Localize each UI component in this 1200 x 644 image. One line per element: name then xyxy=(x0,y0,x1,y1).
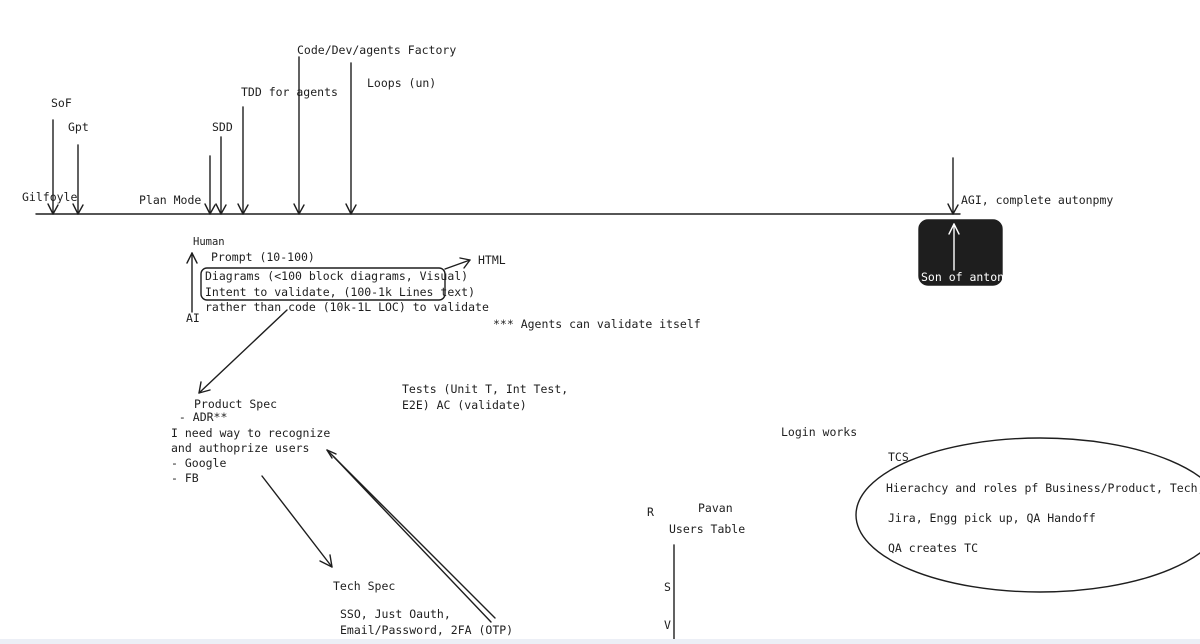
tcs-title: TCS xyxy=(888,450,909,464)
users-s-label: S xyxy=(664,580,671,594)
label-sdd: SDD xyxy=(212,120,233,134)
tests-line1: Tests (Unit T, Int Test, xyxy=(402,382,569,396)
tech-spec-title: Tech Spec xyxy=(333,579,396,593)
label-prompt: Prompt (10-100) xyxy=(211,250,315,264)
label-loops: Loops (un) xyxy=(367,76,437,90)
product-spec-opt1: - Google xyxy=(171,456,227,470)
tech-spec-line2: Email/Password, 2FA (OTP) xyxy=(340,623,514,637)
timeline-tick-tdd xyxy=(237,106,249,215)
son-of-anton-up-arrow xyxy=(948,223,960,271)
human-ai-arrow xyxy=(186,252,198,313)
label-sof: SoF xyxy=(51,96,72,110)
tech-back-arrow xyxy=(326,449,496,619)
label-plan-mode: Plan Mode xyxy=(139,193,202,207)
tcs-ellipse[interactable] xyxy=(855,437,1200,593)
users-v-label: V xyxy=(664,618,671,632)
tcs-line1-wrap: Hierachcy and roles pf Business/Product,… xyxy=(886,481,1200,496)
product-spec-adr: - ADR** xyxy=(172,410,228,424)
users-table-title: Users Table xyxy=(669,522,746,536)
timeline-tick-gpt xyxy=(72,144,84,215)
product-spec-opt2: - FB xyxy=(171,471,199,485)
product-spec-line2: and authoprize users xyxy=(171,441,310,455)
son-of-anton-label: Son of anton xyxy=(921,270,1005,284)
html-arrow xyxy=(444,257,471,270)
label-tdd: TDD for agents xyxy=(241,85,338,99)
timeline-tick-plan xyxy=(204,155,216,215)
label-gilfoyle: Gilfoyle xyxy=(22,190,78,204)
timeline-tick-sdd xyxy=(215,136,227,215)
tech-spec-arrow xyxy=(261,475,333,568)
tests-line2: E2E) AC (validate) xyxy=(402,398,527,412)
label-agi: AGI, complete autonpmy xyxy=(961,193,1114,207)
label-gpt: Gpt xyxy=(68,120,89,134)
tech-spec-line1: SSO, Just Oauth, xyxy=(340,607,451,621)
tech-back-arrow-double xyxy=(333,456,492,623)
timeline-tick-loops xyxy=(345,62,357,215)
label-agents-validate: *** Agents can validate itself xyxy=(493,317,701,331)
product-spec-arrow xyxy=(198,309,288,394)
bottom-scroll-strip xyxy=(0,639,1200,644)
label-human: Human xyxy=(193,236,225,248)
timeline-tick-factory xyxy=(293,56,305,215)
users-r-label: R xyxy=(647,505,654,519)
login-works-label: Login works xyxy=(781,425,858,439)
label-ai: AI xyxy=(186,311,200,325)
label-html: HTML xyxy=(478,253,506,267)
timeline-tick-agi xyxy=(947,157,959,215)
product-spec-line1: I need way to recognize xyxy=(171,426,331,440)
product-spec-title: Product Spec xyxy=(194,397,278,411)
users-pavan-label: Pavan xyxy=(698,501,733,515)
tcs-line2: Jira, Engg pick up, QA Handoff xyxy=(888,511,1096,525)
tcs-line1: Hierachcy and roles pf Business/Product,… xyxy=(886,481,1200,495)
label-intent: Intent to validate, (100-1k Lines text) xyxy=(205,285,476,299)
timeline-tick-gilfoyle xyxy=(47,119,59,215)
label-factory: Code/Dev/agents Factory xyxy=(297,43,457,57)
diagram-intent-box[interactable] xyxy=(200,267,446,301)
son-of-anton-box[interactable] xyxy=(918,219,1003,286)
tcs-line3: QA creates TC xyxy=(888,541,979,555)
label-diagrams: Diagrams (<100 block diagrams, Visual) xyxy=(205,269,469,283)
label-rather: rather than code (10k-1L LOC) to validat… xyxy=(205,300,489,314)
